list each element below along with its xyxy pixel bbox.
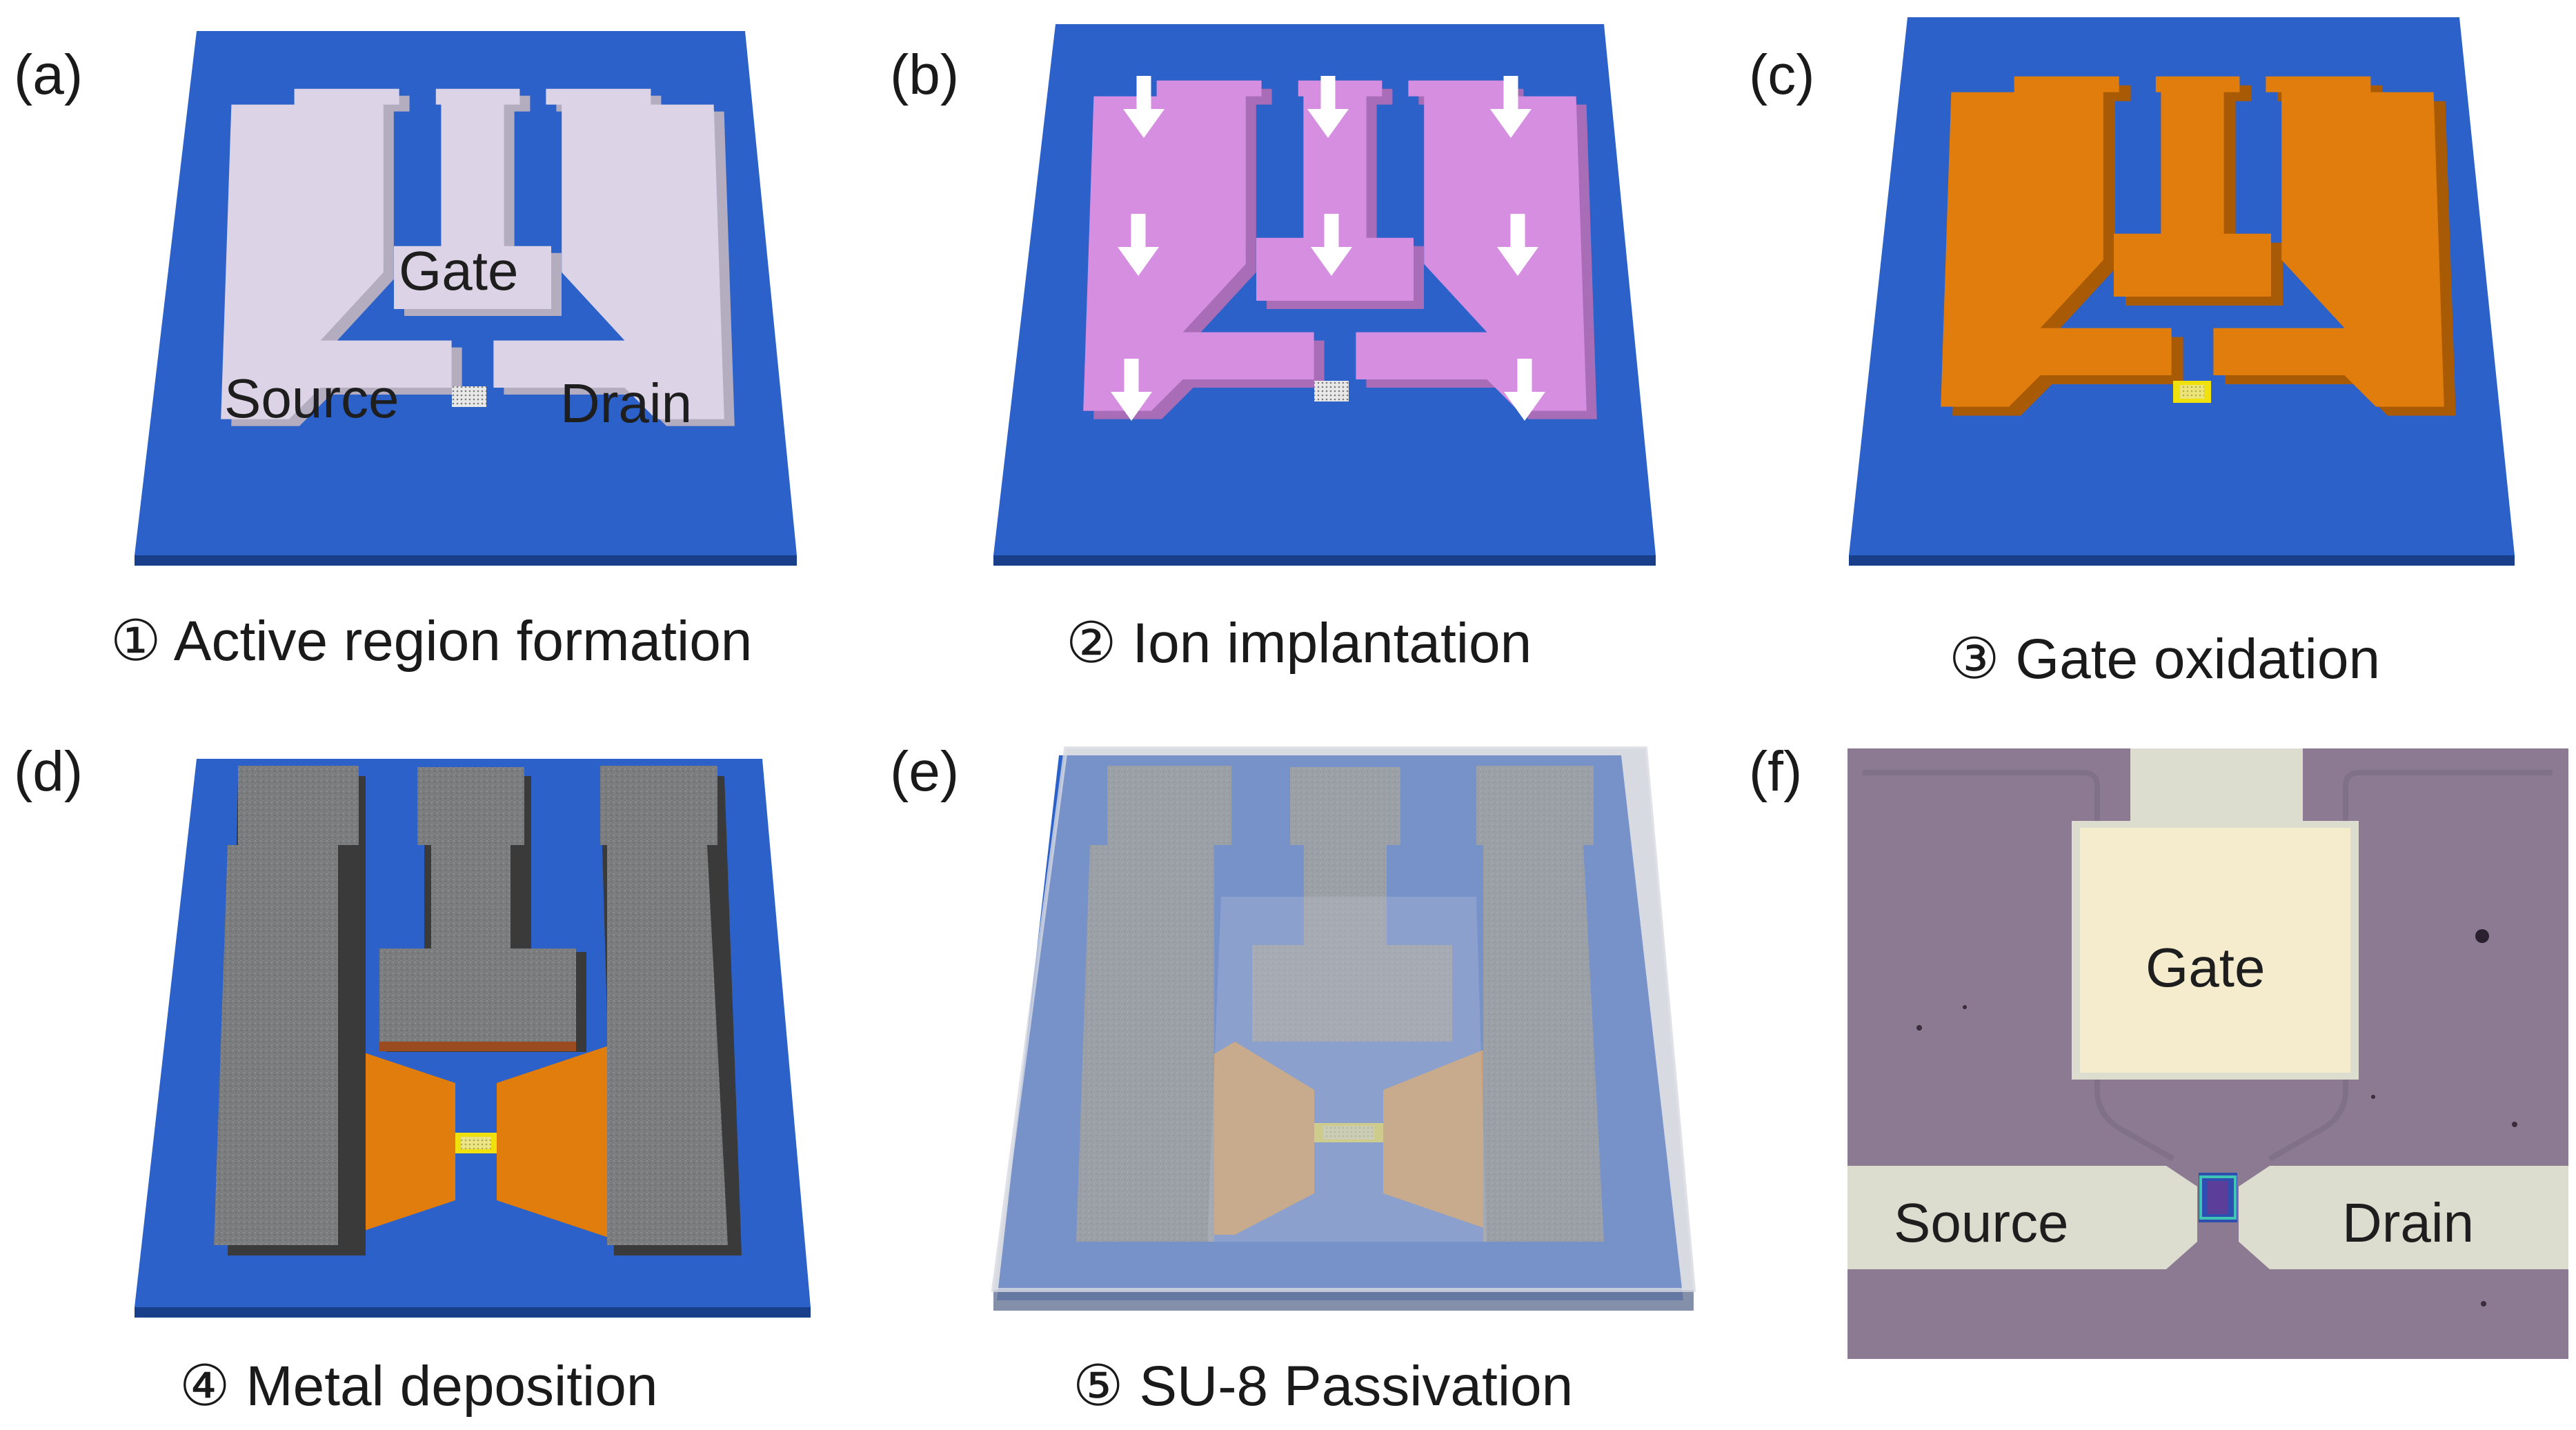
- metal-source: [214, 766, 359, 1245]
- panel-f-micrograph: Gate Source Drain: [1847, 748, 2568, 1359]
- micrograph-drain-pad: [2239, 1166, 2568, 1269]
- caption-text: Ion implantation: [1132, 612, 1532, 675]
- micrograph-speck: [2481, 1301, 2486, 1307]
- caption-text: Gate oxidation: [2015, 628, 2381, 691]
- panel-b-diagram: [993, 24, 1656, 566]
- micrograph-gate-lead: [2130, 748, 2303, 824]
- panel-a-letter: (a): [14, 43, 83, 106]
- micrograph-speck: [1963, 1005, 1967, 1009]
- substrate-edge: [1849, 555, 2515, 566]
- passivation-outline: [991, 746, 1696, 1292]
- micrograph-speck: [2512, 1122, 2517, 1127]
- label-drain: Drain: [560, 373, 692, 434]
- passivation-edge: [993, 1290, 1694, 1311]
- micrograph-speck: [1916, 1025, 1922, 1031]
- passivation-layer: [993, 748, 1694, 1290]
- micrograph-trench: [1863, 770, 2174, 1162]
- label-drain: Drain: [2342, 1192, 2474, 1253]
- substrate-edge: [993, 555, 1656, 566]
- panel-e-diagram: [991, 746, 1696, 1311]
- caption-c: ③ Gate oxidation: [1949, 626, 2380, 692]
- micrograph-gate-pad: [2080, 828, 2350, 1073]
- label-source: Source: [224, 368, 399, 429]
- panel-c-letter: (c): [1749, 43, 1815, 106]
- passivation-window: [1207, 897, 1487, 1242]
- caption-b: ② Ion implantation: [1066, 610, 1532, 676]
- metal-gate: [379, 767, 576, 1045]
- label-gate: Gate: [2146, 937, 2265, 998]
- channel: [452, 386, 486, 407]
- step-number: ⑤: [1073, 1355, 1124, 1418]
- panel-b-letter: (b): [890, 43, 960, 106]
- substrate-edge: [135, 555, 797, 566]
- panel-e-letter: (e): [890, 740, 960, 803]
- panel-c-diagram: [1849, 17, 2515, 566]
- panel-d-diagram: [135, 759, 811, 1318]
- label-gate: Gate: [399, 240, 518, 301]
- caption-e: ⑤ SU-8 Passivation: [1073, 1353, 1573, 1419]
- channel-pattern: [461, 1137, 491, 1149]
- label-source: Source: [1894, 1192, 2068, 1253]
- oxide-pad-drain-face: [497, 1093, 593, 1197]
- micrograph-source-pad: [1847, 1166, 2197, 1269]
- channel: [1314, 381, 1349, 401]
- step-number: ④: [179, 1355, 230, 1418]
- channel-pattern: [2180, 385, 2204, 399]
- caption-d: ④ Metal deposition: [179, 1353, 657, 1419]
- micrograph-speck: [2371, 1095, 2375, 1099]
- caption-text: Metal deposition: [246, 1355, 658, 1418]
- panel-a-diagram: Gate Source Drain: [135, 31, 797, 566]
- oxide-pad-source-face: [359, 1093, 455, 1197]
- micrograph-trench: [2268, 770, 2553, 1162]
- metal-drain: [600, 766, 728, 1245]
- metal-gate-edge: [379, 1042, 576, 1051]
- micrograph-speck: [2475, 929, 2489, 943]
- panel-d-letter: (d): [14, 740, 83, 803]
- caption-text: SU-8 Passivation: [1139, 1355, 1574, 1418]
- panel-f-letter: (f): [1749, 740, 1803, 803]
- substrate-edge: [135, 1307, 811, 1318]
- caption-a: ① Active region formation: [110, 608, 752, 674]
- micrograph-channel-core: [2208, 1181, 2228, 1214]
- caption-text: Active region formation: [173, 610, 753, 673]
- step-number: ①: [110, 610, 161, 673]
- step-number: ③: [1949, 628, 2000, 691]
- step-number: ②: [1066, 612, 1117, 675]
- micrograph-channel-glow: [2199, 1175, 2237, 1220]
